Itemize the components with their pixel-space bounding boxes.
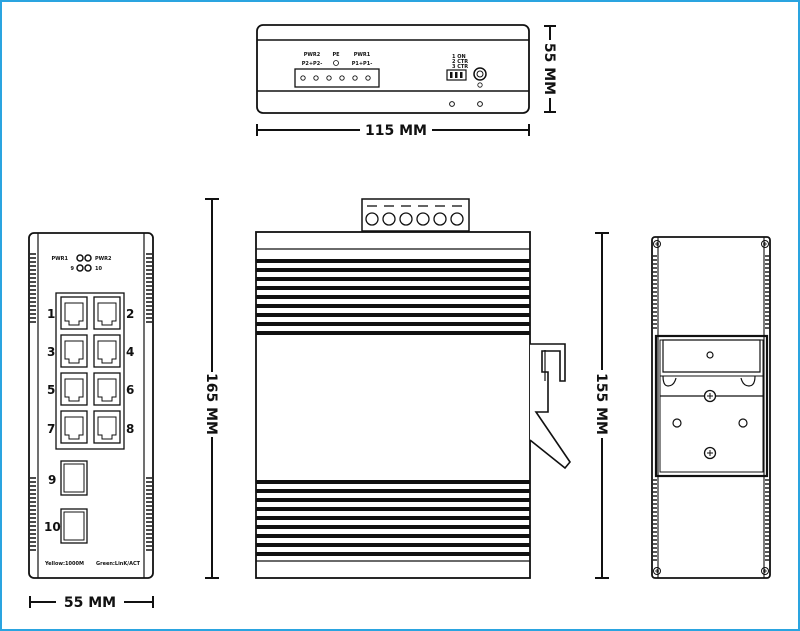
dim-back-height: 155 MM [593, 232, 609, 579]
rj45-port-2-icon [93, 296, 121, 330]
din-rail-clip [529, 343, 572, 470]
dim-front-width: 55 MM [29, 595, 154, 611]
dim-label-front-height: 165 MM [203, 373, 219, 435]
led-pwr1-icon [76, 254, 84, 262]
port-label-3: 3 [47, 345, 55, 359]
front-panel-outline [28, 232, 154, 579]
rj45-port-8-icon [93, 410, 121, 444]
led-label-10: 10 [95, 266, 102, 272]
port-label-8: 8 [126, 422, 134, 436]
back-view [651, 236, 771, 579]
terminal-label-pe: PE [332, 52, 340, 58]
port-label-2: 2 [126, 307, 134, 321]
port-label-9: 9 [48, 473, 56, 487]
dim-front-height: 165 MM [203, 198, 219, 579]
dip-label-1: 1 ON [452, 54, 466, 60]
side-view [255, 198, 572, 579]
ground-icon [333, 60, 339, 66]
led-label-pwr1: PWR1 [51, 256, 68, 262]
led-label-9: 9 [71, 266, 75, 272]
terminal-sub-label-2: P2+P2- [302, 61, 323, 67]
dip-label-3: 3 CTR [452, 64, 468, 70]
reset-screw-icon [473, 67, 487, 81]
rj45-port-4-icon [93, 334, 121, 368]
port-label-10: 10 [44, 520, 61, 534]
terminal-sub-label-1: P1+P1- [352, 61, 373, 67]
dim-label-top-width: 115 MM [365, 123, 427, 139]
side-terminal-block [361, 198, 470, 232]
rj45-port-7-icon [60, 410, 88, 444]
dim-label-top-height: 55 MM [541, 43, 557, 95]
rj45-port-6-icon [93, 372, 121, 406]
led-pwr2-icon [84, 254, 92, 262]
sfp-port-10-icon [60, 508, 88, 544]
legend-yellow: Yellow:1000M [44, 561, 84, 567]
terminal-block [294, 68, 380, 88]
port-label-4: 4 [126, 345, 134, 359]
port-label-6: 6 [126, 383, 134, 397]
din-rail-bracket [654, 334, 769, 478]
sfp-port-9-icon [60, 460, 88, 496]
top-view: PWR2 PE PWR1 P2+P2- P1+P1- 1 ON 2 CTR 3 … [256, 24, 530, 114]
dim-label-front-width: 55 MM [64, 595, 116, 611]
port-label-1: 1 [47, 307, 55, 321]
port-label-5: 5 [47, 383, 55, 397]
dim-top-width: 115 MM [256, 123, 530, 139]
terminal-label-pwr2: PWR2 [304, 52, 321, 58]
dim-label-back-height: 155 MM [593, 373, 609, 435]
dip-label-2: 2 CTR [452, 59, 468, 65]
rj45-port-5-icon [60, 372, 88, 406]
dim-top-height: 55 MM [541, 25, 557, 113]
led-label-pwr2: PWR2 [95, 256, 112, 262]
led-10-icon [84, 264, 92, 272]
front-view: PWR1 PWR2 9 10 1 2 3 4 5 6 7 8 9 10 Yell [28, 232, 154, 579]
port-label-7: 7 [47, 422, 55, 436]
legend-green: Green:LinK/ACT [96, 561, 141, 567]
back-panel-outline [651, 236, 771, 579]
rj45-port-3-icon [60, 334, 88, 368]
led-9-icon [76, 264, 84, 272]
rj45-port-1-icon [60, 296, 88, 330]
terminal-label-pwr1: PWR1 [354, 52, 371, 58]
